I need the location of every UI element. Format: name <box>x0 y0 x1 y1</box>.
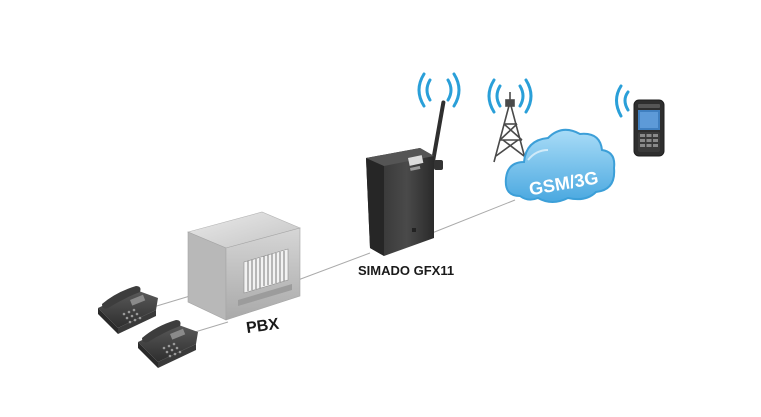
mobile-phone-icon <box>633 99 665 157</box>
line-pbx-gateway <box>289 252 371 284</box>
desk-phone-icon <box>98 286 158 334</box>
cloud-icon <box>504 128 616 203</box>
device-label: SIMADO GFX11 <box>358 263 454 278</box>
signal-waves-icon <box>615 84 630 118</box>
pbx-label: PBX <box>245 316 280 337</box>
cell-tower-icon <box>493 92 527 163</box>
line-gateway-cloud <box>431 199 516 234</box>
desk-phone-icon <box>138 320 198 368</box>
gsm-gateway-icon <box>366 72 461 256</box>
pbx-cabinet-icon <box>187 211 301 321</box>
signal-waves-icon <box>417 72 461 108</box>
signal-waves-icon <box>487 78 533 114</box>
